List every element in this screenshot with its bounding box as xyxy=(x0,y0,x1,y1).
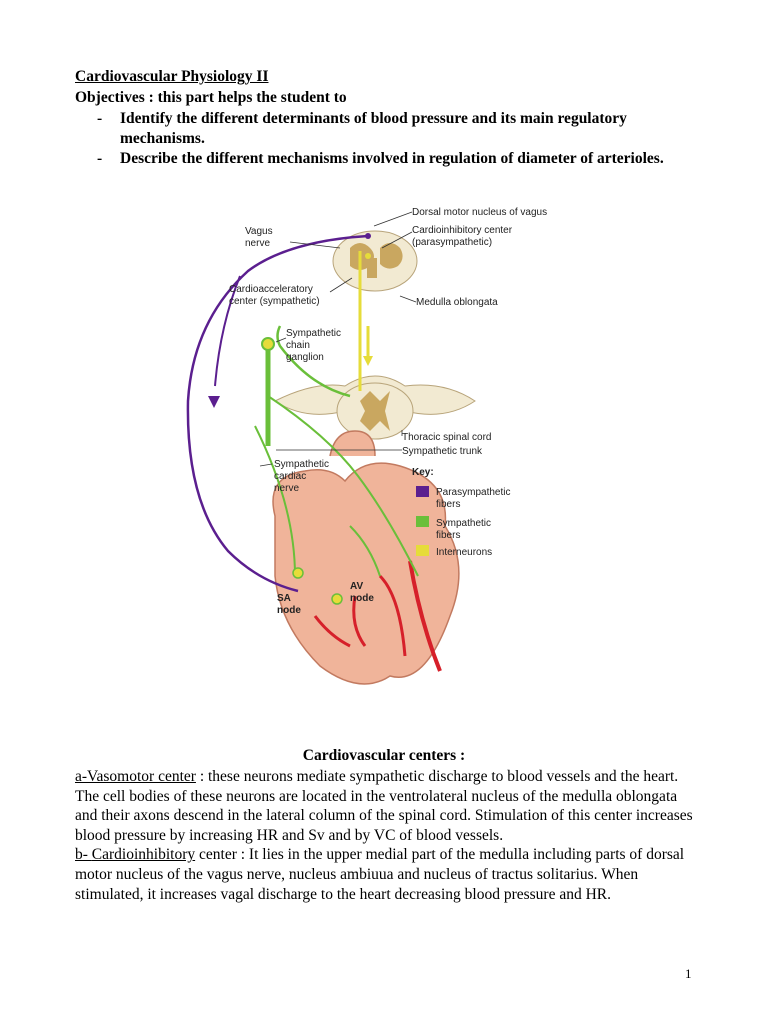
label-symp-cardiac-line3: nerve xyxy=(274,483,299,494)
key-interneurons: Interneurons xyxy=(436,547,492,558)
key-sympathetic-line1: Sympathetic xyxy=(436,518,491,529)
cardiac-innervation-figure: Dorsal motor nucleus of vagus Vagus nerv… xyxy=(180,196,600,688)
document-title: Cardiovascular Physiology II xyxy=(75,68,269,85)
objectives-intro: Objectives : this part helps the student… xyxy=(75,89,347,106)
label-sympathetic-trunk: Sympathetic trunk xyxy=(402,446,483,457)
objective-text: Identify the different determinants of b… xyxy=(120,110,627,147)
label-dorsal-motor-nucleus: Dorsal motor nucleus of vagus xyxy=(412,207,547,218)
figure-svg: Dorsal motor nucleus of vagus Vagus nerv… xyxy=(186,207,547,685)
page-number: 1 xyxy=(685,966,692,981)
label-thoracic-spinal-cord: Thoracic spinal cord xyxy=(402,432,491,443)
label-av-node-line2: node xyxy=(350,593,374,604)
label-cardioinhibitory-line1: Cardioinhibitory center xyxy=(412,225,513,236)
sa-node-marker xyxy=(292,567,304,579)
paragraph-cardioinhibitory-text: center : It lies in the upper medial par… xyxy=(75,846,685,903)
label-vagus-nerve-line2: nerve xyxy=(245,238,270,249)
label-cardioacceleratory-line1: Cardioacceleratory xyxy=(229,284,313,295)
label-vagus-nerve-line1: Vagus xyxy=(245,226,273,237)
label-symp-chain-line3: ganglion xyxy=(286,352,324,363)
sympathetic-pathway xyxy=(254,325,419,577)
thoracic-spinal-cord xyxy=(274,375,476,440)
objectives-list: - Identify the different determinants of… xyxy=(75,109,695,169)
parasympathetic-pathway xyxy=(186,233,371,593)
objective-item: - Describe the different mechanisms invo… xyxy=(75,149,695,169)
interneurons-pathway xyxy=(358,251,373,391)
label-sa-node-line2: node xyxy=(277,605,301,616)
objective-text: Describe the different mechanisms involv… xyxy=(120,150,664,167)
key-parasympathetic-line1: Parasympathetic xyxy=(436,487,510,498)
section-title: Cardiovascular centers : xyxy=(302,747,466,764)
term-prefix-b: b- xyxy=(75,846,92,864)
term-cardioinhibitory: Cardioinhibitory xyxy=(91,846,196,864)
objective-bullet: - xyxy=(97,150,103,167)
label-av-node-line1: AV xyxy=(350,581,363,592)
key-swatch-interneurons xyxy=(416,545,429,556)
label-symp-chain-line2: chain xyxy=(286,340,310,351)
paragraph-vasomotor-text: : these neurons mediate sympathetic disc… xyxy=(75,768,693,844)
key-parasympathetic-line2: fibers xyxy=(436,499,460,510)
label-symp-chain-line1: Sympathetic xyxy=(286,328,341,339)
key-title: Key: xyxy=(412,467,434,478)
label-symp-cardiac-line1: Sympathetic xyxy=(274,459,329,470)
label-sa-node-line1: SA xyxy=(277,593,291,604)
objective-bullet: - xyxy=(97,110,103,127)
label-cardioacceleratory-line2: center (sympathetic) xyxy=(229,296,320,307)
body-text: a-Vasomotor center : these neurons media… xyxy=(75,767,700,904)
label-medulla-oblongata: Medulla oblongata xyxy=(416,297,498,308)
av-node-marker xyxy=(331,593,343,605)
figure-key: Key: Parasympathetic fibers Sympathetic … xyxy=(412,467,510,558)
label-symp-cardiac-line2: cardiac xyxy=(274,471,306,482)
key-sympathetic-line2: fibers xyxy=(436,530,460,541)
leader-lines xyxy=(259,211,417,467)
term-vasomotor-center: a-Vasomotor center xyxy=(75,768,196,785)
label-cardioinhibitory-line2: (parasympathetic) xyxy=(412,237,492,248)
medulla-oblongata xyxy=(332,230,418,292)
key-swatch-parasympathetic xyxy=(416,486,429,497)
objective-item: - Identify the different determinants of… xyxy=(75,109,695,149)
key-swatch-sympathetic xyxy=(416,516,429,527)
